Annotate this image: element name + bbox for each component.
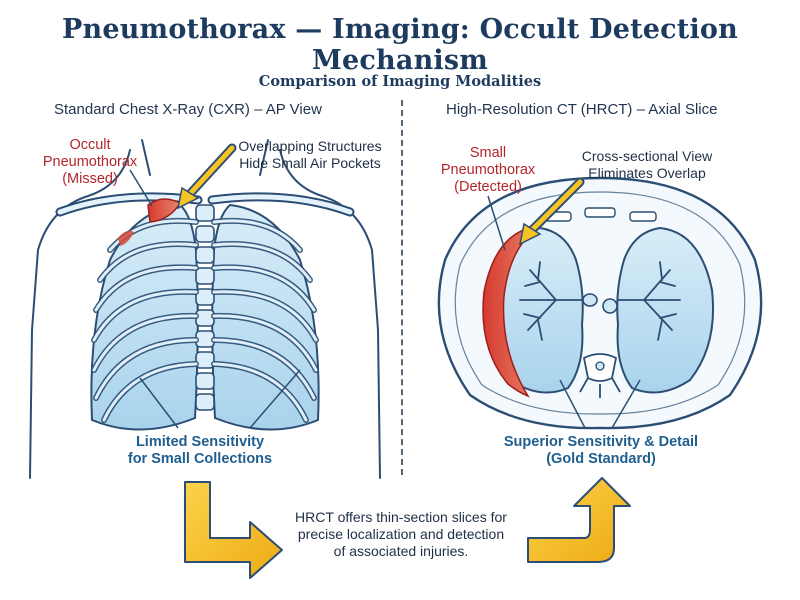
panel-divider — [401, 100, 403, 475]
hrct-sensitivity-label: Superior Sensitivity & Detail (Gold Stan… — [503, 434, 699, 468]
cxr-panel-title: Standard Chest X-Ray (CXR) – AP View — [54, 101, 322, 118]
hrct-trachea — [582, 293, 598, 307]
cxr-pointer-arrow — [176, 143, 237, 210]
hrct-aorta — [602, 298, 618, 314]
cxr-sensitivity-label: Limited Sensitivity for Small Collection… — [127, 434, 273, 468]
bottom-note: HRCT offers thin-section slices for prec… — [295, 509, 507, 560]
hrct-detected-pneumothorax — [482, 225, 541, 398]
hrct-bronchial-tree-left — [519, 261, 583, 341]
cxr-torso — [29, 139, 381, 479]
flow-arrow-right — [527, 477, 631, 563]
hrct-detected-label: Small Pneumothorax (Detected) — [440, 145, 536, 196]
hrct-panel-title: High-Resolution CT (HRCT) – Axial Slice — [446, 101, 718, 118]
cxr-overlap-label: Overlapping Structures Hide Small Air Po… — [238, 138, 382, 171]
hrct-right-lung — [616, 226, 715, 394]
page-title: Pneumothorax — Imaging: Occult Detection… — [62, 14, 738, 76]
hrct-leader-lines — [487, 195, 641, 429]
subtitle: Comparison of Imaging Modalities — [258, 73, 542, 90]
hrct-bronchial-tree-right — [617, 261, 681, 341]
flow-arrow-left — [184, 481, 283, 579]
hrct-pointer-arrow — [518, 177, 585, 246]
hrct-cross-section-label: Cross-sectional View Eliminates Overlap — [581, 148, 713, 181]
cxr-leader-lines — [129, 169, 301, 429]
cxr-missed-label: Occult Pneumothorax (Missed) — [42, 137, 138, 188]
